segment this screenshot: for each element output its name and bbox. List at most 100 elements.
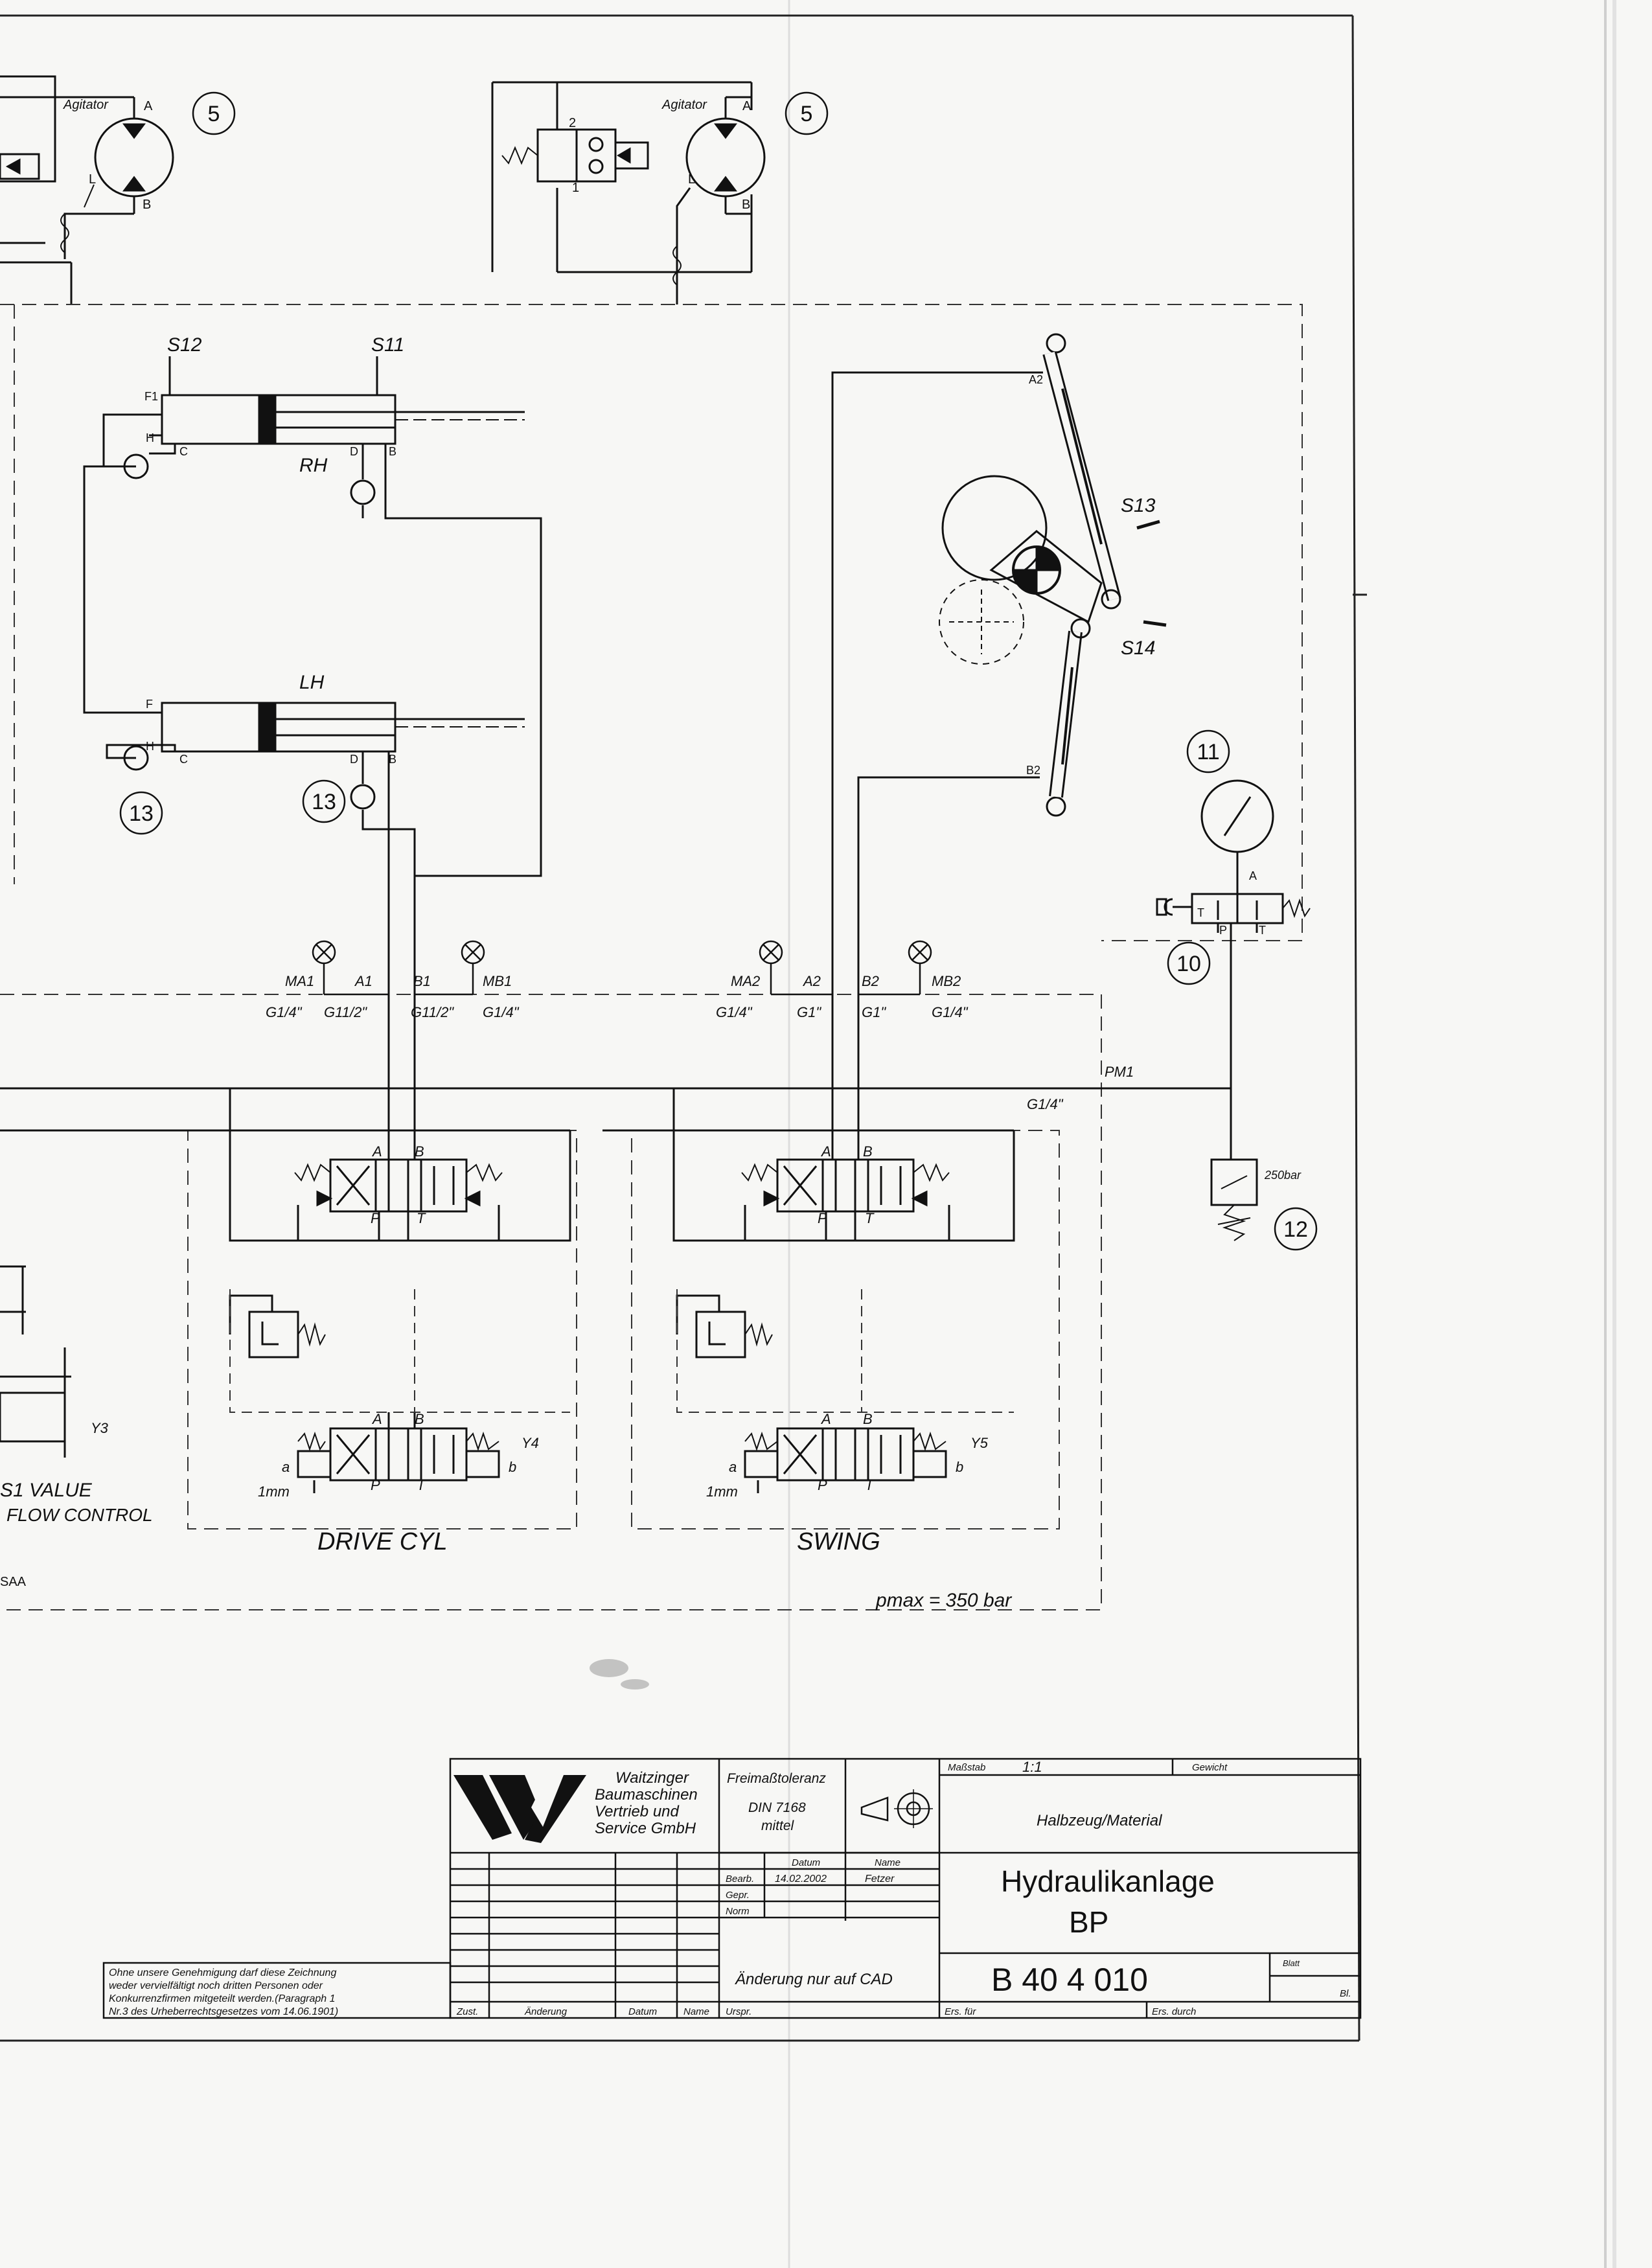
swing-p2: P (818, 1477, 827, 1493)
valve-drive-labels: A B P T A B P T a b Y4 1mm (258, 1143, 539, 1500)
drive-p: P (371, 1210, 380, 1226)
cylinder-rh (83, 356, 542, 877)
rev-zust: Zust. (456, 2006, 478, 2017)
gauge-valve (1095, 779, 1311, 1241)
title-block-grid (102, 1758, 1362, 2019)
tp-mb1-size: G1/4" (483, 1004, 520, 1020)
tolerance-std: DIN 7168 (748, 1800, 806, 1815)
drive-p2: P (371, 1477, 380, 1493)
bearb-name: Fetzer (865, 1873, 895, 1884)
title-block-text: Waitzinger Baumaschinen Vertrieb und Ser… (109, 1759, 1351, 2017)
gauge-port-p: P (1219, 924, 1227, 937)
bearb-date: 14.02.2002 (775, 1873, 827, 1884)
rh-port-f1: F1 (144, 390, 158, 403)
callouts (119, 91, 1318, 1251)
valve-port-2: 2 (569, 116, 576, 130)
ers-durch: Ers. durch (1152, 2006, 1196, 2017)
lh-port-f: F (146, 698, 153, 711)
callout-11: 11 (1197, 740, 1219, 764)
handwritten-swing: SWING (797, 1528, 880, 1555)
swing-port-a2: A2 (1029, 373, 1043, 386)
tp-b2-size: G1" (862, 1004, 886, 1020)
agitator-right-label: Agitator (661, 98, 707, 112)
tolerance-class: mittel (761, 1818, 795, 1833)
tp-b1: B1 (413, 973, 431, 989)
agitator-left-label: Agitator (63, 98, 109, 112)
swing-t: T (865, 1210, 875, 1226)
rev-aenderung: Änderung (524, 2006, 568, 2017)
material-label: Halbzeug/Material (1037, 1812, 1162, 1829)
company-line-3: Vertrieb und (595, 1803, 680, 1820)
swing-pilot-a: a (729, 1459, 737, 1475)
callout-12: 12 (1283, 1217, 1308, 1242)
tp-a1-size: G11/2" (324, 1004, 367, 1020)
rh-port-d: D (350, 445, 358, 458)
gauge-port-t1: T (1197, 906, 1204, 919)
drawing-border (0, 14, 1367, 2042)
gauge-labels: A T P T 250bar (1197, 869, 1302, 1182)
rh-port-b: B (389, 445, 396, 458)
tp-mb1: MB1 (483, 973, 512, 989)
drive-pilot-a: a (282, 1459, 290, 1475)
lh-port-h: H (146, 740, 154, 753)
tp-a2: A2 (802, 973, 821, 989)
agitator-left-port-b: B (143, 198, 151, 212)
tp-mb2-size: G1/4" (932, 1004, 969, 1020)
agitator-left-port-l: L (89, 172, 96, 187)
drawing-title-line-2: BP (1069, 1905, 1108, 1939)
dashed-enclosures (0, 304, 1303, 1610)
tp-ma2: MA2 (731, 973, 760, 989)
handwritten-valve-note-2: FLOW CONTROL (6, 1505, 153, 1525)
swing-a2-label: A (820, 1411, 831, 1427)
projection-symbol-icon (860, 1789, 933, 1828)
rev-name: Name (683, 2006, 709, 2017)
tp-b1-size: G11/2" (411, 1004, 454, 1020)
sheet-label: Blatt (1283, 1958, 1300, 1968)
row-gepr: Gepr. (726, 1890, 750, 1901)
agitator-right-port-l: L (688, 172, 695, 187)
drawing-title-line-1: Hydraulikanlage (1001, 1864, 1215, 1898)
left-solenoid-y3: Y3 (91, 1420, 109, 1436)
drive-pilot-b: b (509, 1459, 516, 1475)
swing-port-b2: B2 (1026, 764, 1040, 777)
valve-port-1: 1 (572, 181, 579, 195)
company-logo (453, 1775, 586, 1843)
rev-datum: Datum (628, 2006, 657, 2017)
tp-b2: B2 (862, 973, 879, 989)
agitator-left-port-a: A (144, 99, 153, 113)
tp-pm1-size: G1/4" (1027, 1096, 1064, 1112)
swing-labels: A2 B2 S13 S14 (1026, 373, 1156, 777)
copyright-line-4: Nr.3 des Urheberrechtsgesetzes vom 14.06… (109, 2006, 338, 2017)
agitator-labels: Agitator A B L Agitator A B L 2 1 (63, 98, 751, 212)
drive-a2: A (371, 1411, 382, 1427)
callout-5-right: 5 (801, 102, 813, 126)
swing-assembly (831, 333, 1167, 1140)
lh-port-b: B (389, 753, 396, 766)
callout-13-left: 13 (129, 801, 154, 826)
tp-a1: A1 (354, 973, 373, 989)
drive-t2: T (417, 1477, 426, 1493)
sheet-total-label: Bl. (1340, 1988, 1351, 1999)
company-line-1: Waitzinger (615, 1769, 689, 1787)
pressure-lines (0, 1087, 1095, 1458)
drive-t: T (417, 1210, 426, 1226)
row-norm: Norm (726, 1906, 750, 1917)
swing-solenoid-y5: Y5 (970, 1435, 989, 1451)
pilot-lines (229, 1289, 1014, 1413)
callout-10: 10 (1176, 952, 1201, 976)
test-point-icons (312, 940, 932, 996)
handwritten-valve-note-1: S1 VALUE (0, 1480, 93, 1501)
tp-a2-size: G1" (797, 1004, 821, 1020)
copyright-line-3: Konkurrenzfirmen mitgeteilt werden.(Para… (109, 1993, 336, 2004)
ers-fuer: Ers. für (945, 2006, 976, 2017)
copyright-line-1: Ohne unsere Genehmigung darf diese Zeich… (109, 1967, 336, 1978)
col-datum: Datum (792, 1857, 820, 1868)
agitator-circuit (0, 75, 766, 304)
sensor-s11: S11 (371, 334, 404, 356)
drive-b2: B (415, 1411, 424, 1427)
tp-ma1-size: G1/4" (266, 1004, 303, 1020)
drive-solenoid-y4: Y4 (522, 1435, 539, 1451)
drive-b: B (415, 1143, 424, 1160)
gauge-port-a: A (1249, 869, 1257, 882)
swing-p: P (818, 1210, 827, 1226)
